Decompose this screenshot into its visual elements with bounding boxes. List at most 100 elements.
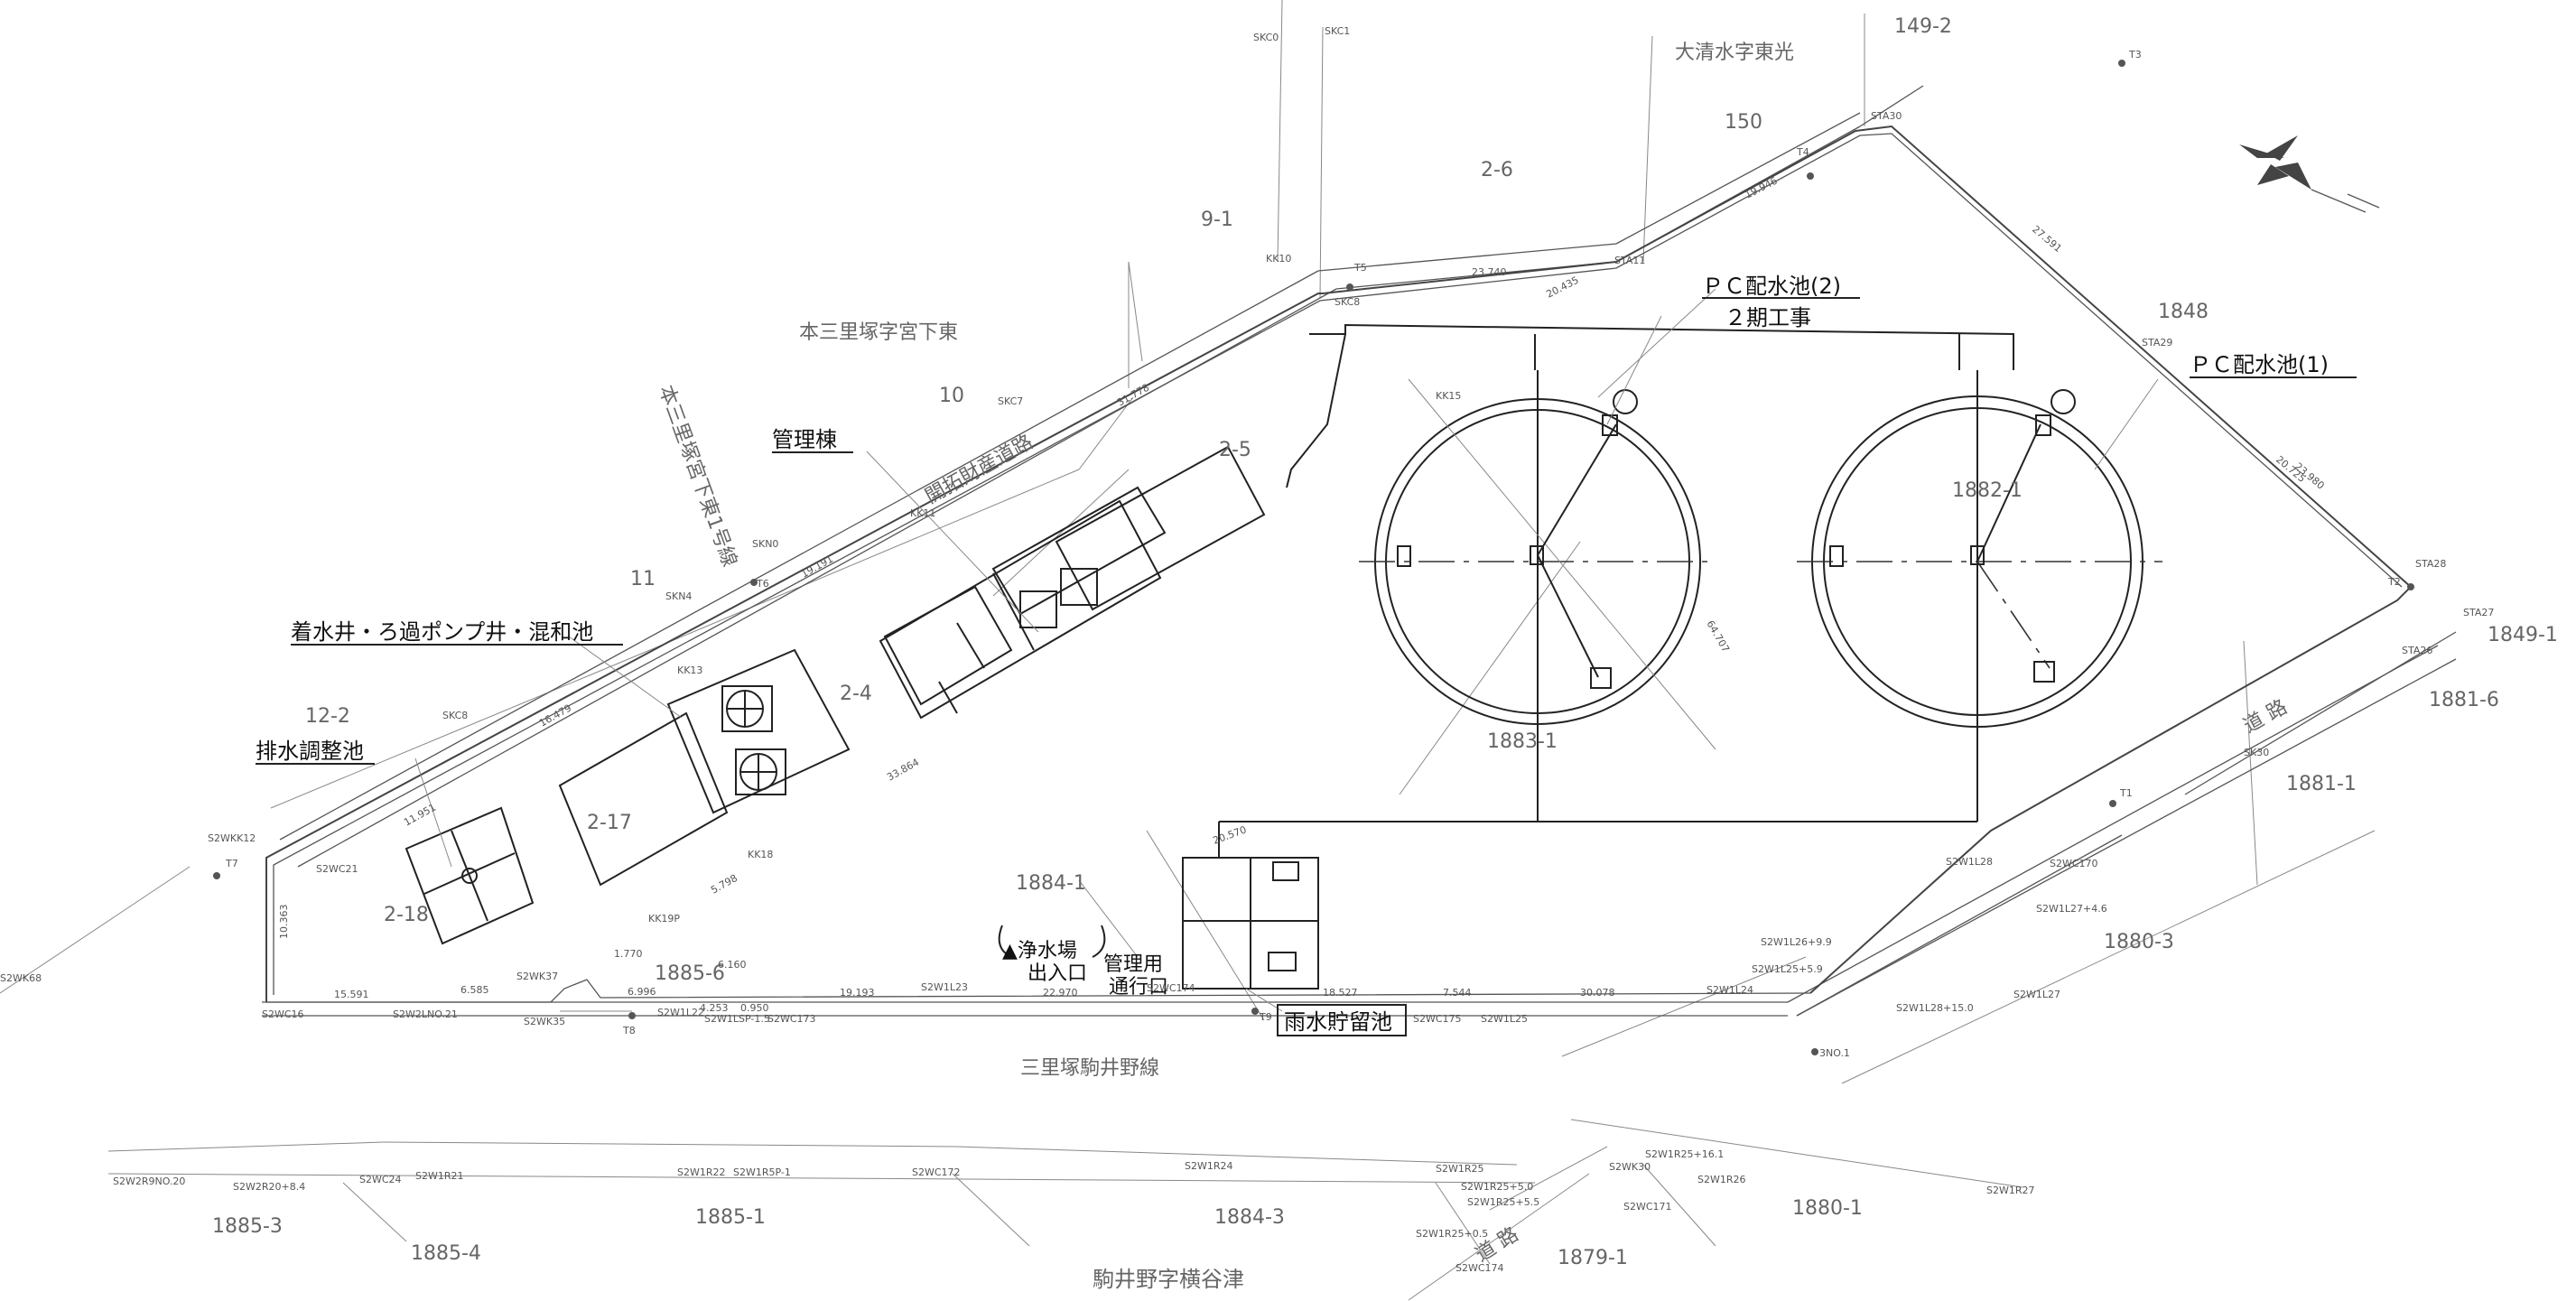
survey-code: S2W1L23 [921, 981, 968, 993]
survey-code: STA27 [2463, 607, 2494, 618]
road-label: 開拓財産道路 [922, 431, 1037, 508]
lot-label: 10 [939, 385, 964, 407]
survey-code: KK15 [1436, 390, 1461, 402]
road-label: 三里塚駒井野線 [1020, 1057, 1159, 1080]
survey-code: S2WC174 [1147, 982, 1195, 994]
dimension: 23.740 [1472, 266, 1507, 278]
lot-label: 1879-1 [1558, 1247, 1628, 1269]
dimension: 15.591 [334, 989, 369, 1000]
dimension: 33.864 [885, 757, 921, 784]
lot-label: 1884-1 [1016, 872, 1086, 895]
survey-code: KK11 [910, 507, 935, 519]
survey-code: S2WC24 [359, 1174, 402, 1185]
dimension: 19.193 [840, 987, 875, 999]
survey-code: S2WKK12 [208, 832, 256, 844]
management-building [879, 445, 1266, 720]
survey-code: KK19P [648, 913, 680, 925]
lot-label: 1885-6 [655, 962, 725, 985]
intake-filtration-pond [558, 648, 851, 887]
survey-code: S2W1R21 [415, 1170, 464, 1182]
survey-code-labels: SKC0 SKC1 STA30 STA11 SKC8 SKC7 KK10 KK1… [0, 25, 2494, 1274]
dimension: 7.544 [1443, 987, 1472, 999]
survey-code: STA29 [2142, 337, 2172, 348]
survey-code: S2WC173 [767, 1013, 816, 1025]
facility-label-phase-2: ２期工事 [1725, 305, 1811, 330]
survey-code: S2W1L22 [657, 1007, 704, 1018]
survey-code: S2W1R25+0.5 [1416, 1228, 1488, 1240]
survey-code: S2WC16 [262, 1008, 304, 1020]
point-label: T4 [1796, 146, 1809, 158]
survey-code: S2W1R27 [1986, 1185, 2035, 1196]
point-label: T3 [2128, 49, 2142, 60]
lot-label: 1885-3 [212, 1215, 283, 1238]
dimension: 30.078 [1580, 987, 1615, 999]
survey-code: SK30 [2244, 747, 2269, 758]
dimension-labels: 23.740 19.946 27.591 20.725 20.435 31.77… [278, 175, 2327, 1014]
dimension: 1.770 [614, 948, 643, 960]
facility-label-pc-reservoir-1: ＰＣ配水池(1) [2190, 352, 2329, 377]
survey-code: S2W1R22 [677, 1166, 726, 1178]
survey-code: STA28 [2415, 558, 2446, 570]
survey-code: S2W2R20+8.4 [233, 1181, 305, 1193]
dimension: 16.479 [537, 702, 573, 729]
survey-code: S2W1R5P-1 [733, 1166, 791, 1178]
survey-code: SKC1 [1325, 25, 1350, 37]
site-boundary [265, 125, 2413, 1003]
survey-code: S2WK30 [1609, 1161, 1651, 1173]
north-arrow-icon [2239, 135, 2380, 213]
survey-code: S2W1L24 [1706, 984, 1753, 996]
point-label: T5 [1353, 262, 1367, 274]
lot-label: 1881-6 [2429, 689, 2499, 711]
dimension: 10.363 [278, 905, 290, 940]
dimension: 18.527 [1323, 987, 1358, 999]
survey-code: S2WK35 [524, 1016, 565, 1027]
dimension: 22.970 [1043, 987, 1078, 999]
lot-label: 1882-1 [1952, 479, 2023, 502]
survey-markers [213, 60, 2414, 1055]
road-label: 駒井野字横谷津 [1093, 1267, 1244, 1292]
survey-code: SKC0 [1253, 32, 1279, 43]
survey-code: S2WC170 [2050, 858, 2098, 869]
point-labels: T1 T2 T3 T4 T5 T6 T7 T8 T9 3NO.1 [225, 49, 2401, 1059]
lot-label: 1885-1 [695, 1206, 766, 1229]
survey-code: SKC7 [998, 395, 1023, 407]
survey-code: S2W2LNO.21 [393, 1008, 458, 1020]
survey-code: S2WC21 [316, 863, 358, 875]
survey-code: STA26 [2402, 645, 2432, 656]
facility-label-management: 管理棟 [772, 427, 837, 452]
dimension: 19.946 [1743, 175, 1779, 201]
dimension: 20.570 [1212, 823, 1249, 846]
survey-code: S2W1R25+16.1 [1645, 1148, 1724, 1160]
leader-lines [414, 288, 2159, 1012]
facility-label-entrance: 出入口 [1028, 962, 1087, 985]
survey-code: S2W2R9NO.20 [113, 1176, 185, 1187]
facility-label-drainage: 排水調整池 [256, 739, 364, 764]
survey-code: KK13 [677, 664, 702, 676]
lot-label: 1883-1 [1487, 730, 1558, 753]
lot-label: 2-18 [384, 904, 429, 926]
point-label: T8 [622, 1025, 636, 1036]
road-label: 道 路 [2240, 696, 2292, 739]
survey-code: STA30 [1871, 110, 1902, 122]
survey-code: S2W1L28+15.0 [1896, 1002, 1974, 1014]
survey-code: S2W1L26+9.9 [1761, 936, 1832, 948]
lot-label: 2-4 [840, 683, 872, 705]
lot-label: 1849-1 [2488, 624, 2558, 646]
lot-label: 2-5 [1219, 439, 1251, 461]
pc-reservoir-1 [1797, 370, 2162, 822]
lot-label: 149-2 [1894, 15, 1952, 38]
facility-label-maintenance: 管理用 [1103, 953, 1163, 976]
dimension: 19.191 [799, 553, 835, 581]
lot-label: 1880-1 [1792, 1197, 1863, 1220]
facility-label-passage: 通行口 [1109, 976, 1168, 999]
pipe-line [1218, 323, 2014, 858]
point-label: T6 [756, 578, 769, 590]
lot-label: 本三里塚字宮下東 [799, 321, 958, 344]
dimension: 27.591 [2030, 223, 2064, 255]
lot-label: 1885-4 [411, 1242, 481, 1265]
survey-code: S2W1L25+5.9 [1752, 963, 1823, 975]
facility-label-pc-reservoir-2: ＰＣ配水池(2) [1702, 274, 1841, 299]
lot-label: 1884-3 [1214, 1206, 1285, 1229]
lot-label: 2-6 [1481, 159, 1513, 181]
